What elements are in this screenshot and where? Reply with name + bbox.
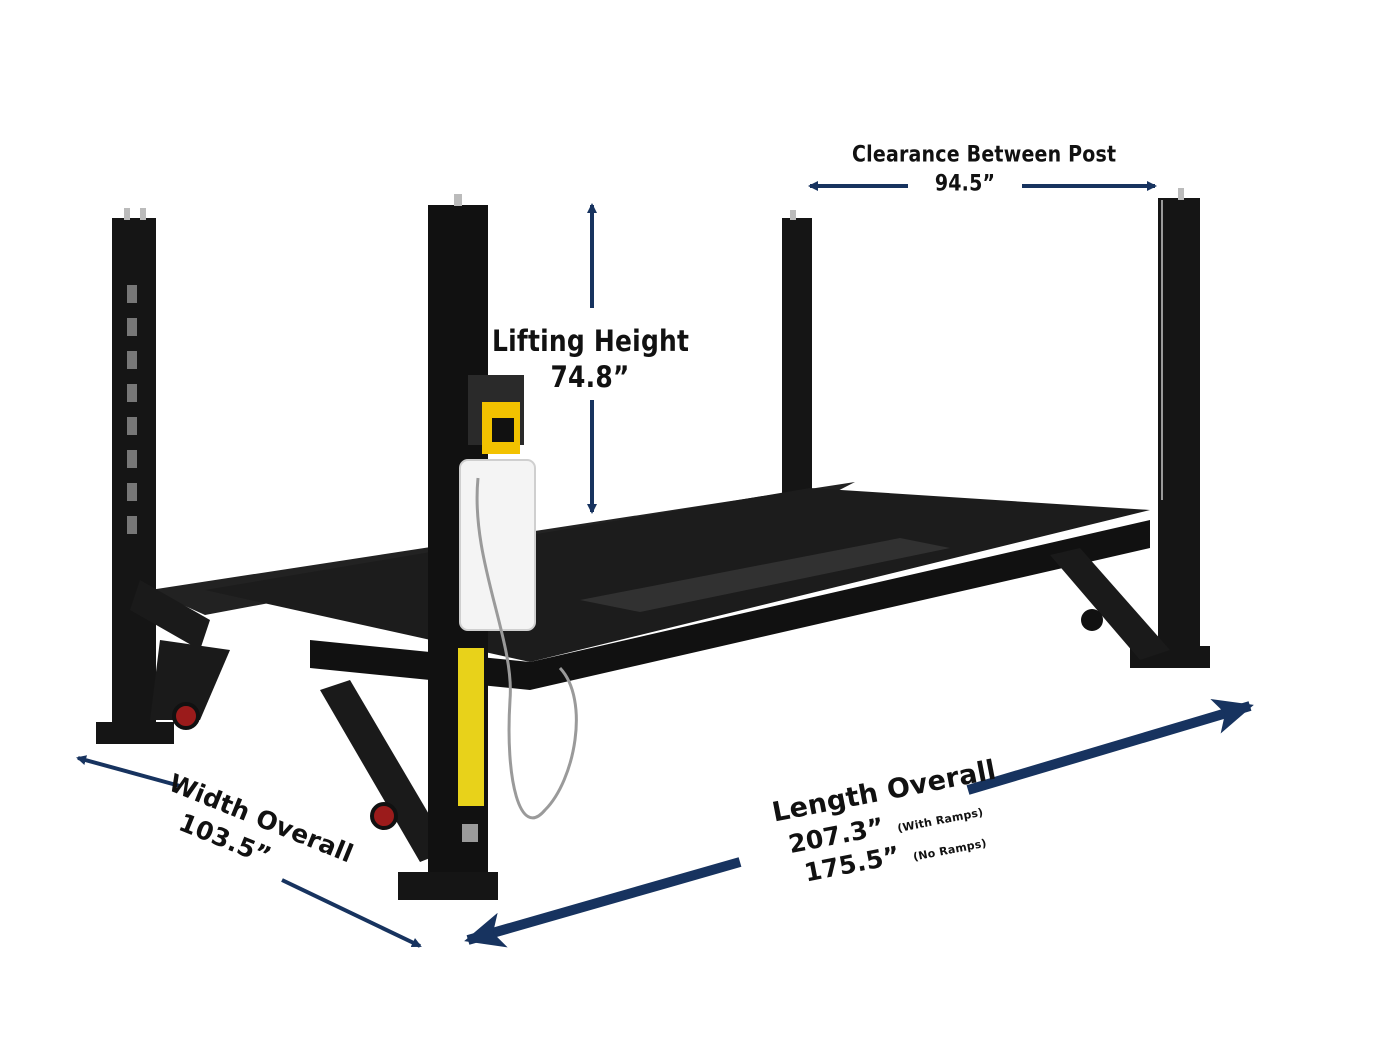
four-post-lift-illustration xyxy=(96,188,1210,900)
far-left-post xyxy=(782,218,812,508)
clearance-value: 94.5” xyxy=(934,170,996,197)
back-left-post xyxy=(112,218,156,738)
right-ramp xyxy=(1050,548,1170,660)
clearance-title: Clearance Between Post xyxy=(852,141,1117,168)
width-arrow-lower xyxy=(281,878,422,948)
width-arrow-upper xyxy=(76,755,181,788)
ramp-wheel xyxy=(370,802,398,830)
far-right-post xyxy=(1158,198,1200,668)
length-arrow-lower xyxy=(464,857,742,948)
front-runway xyxy=(310,520,1150,690)
lifting-height-value: 74.8” xyxy=(550,359,630,394)
ramp-wheel xyxy=(172,702,200,730)
length-arrow-upper xyxy=(966,699,1254,795)
ramp-wheel xyxy=(1081,609,1103,631)
left-ramp xyxy=(150,640,230,720)
lifting-height-title: Lifting Height xyxy=(492,323,690,358)
reservoir-tank xyxy=(459,459,536,631)
warning-label xyxy=(458,648,484,806)
front-ramp xyxy=(320,680,450,862)
